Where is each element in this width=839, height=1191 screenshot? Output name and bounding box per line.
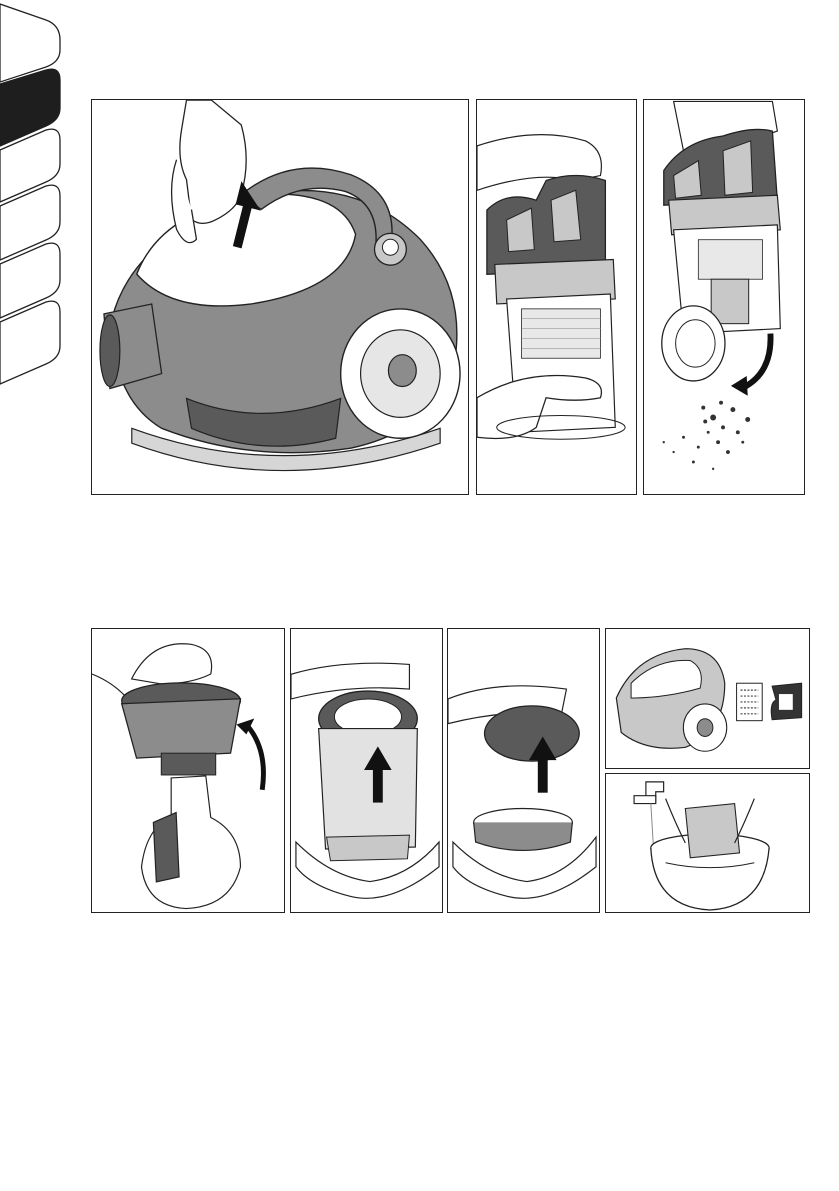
filter-removal-illustration: [291, 629, 442, 912]
figure-press-release: [476, 99, 637, 495]
chapter-tabs: [0, 0, 70, 420]
figure-open-lid: [91, 99, 469, 495]
curved-arrow-icon: [236, 719, 263, 790]
cyclone-twist-illustration: [92, 629, 284, 912]
curved-arrow-icon: [731, 334, 771, 396]
dust-particles: [663, 401, 751, 470]
figure-remove-filter: [290, 628, 443, 913]
figure-twist-cyclone: [91, 628, 285, 913]
figure-wash-filter: [605, 773, 810, 913]
vacuum-lid-illustration: [92, 100, 468, 494]
dust-emptying-illustration: [644, 100, 804, 494]
figure-empty-dust: [643, 99, 805, 495]
cyclone-release-illustration: [477, 100, 636, 494]
figure-lift-cover: [447, 628, 600, 913]
filter-washing-illustration: [606, 774, 809, 912]
figure-filter-parts: [605, 628, 810, 769]
cover-lift-illustration: [448, 629, 599, 912]
faucet-icon: [634, 782, 664, 804]
filter-parts-illustration: [606, 629, 809, 768]
